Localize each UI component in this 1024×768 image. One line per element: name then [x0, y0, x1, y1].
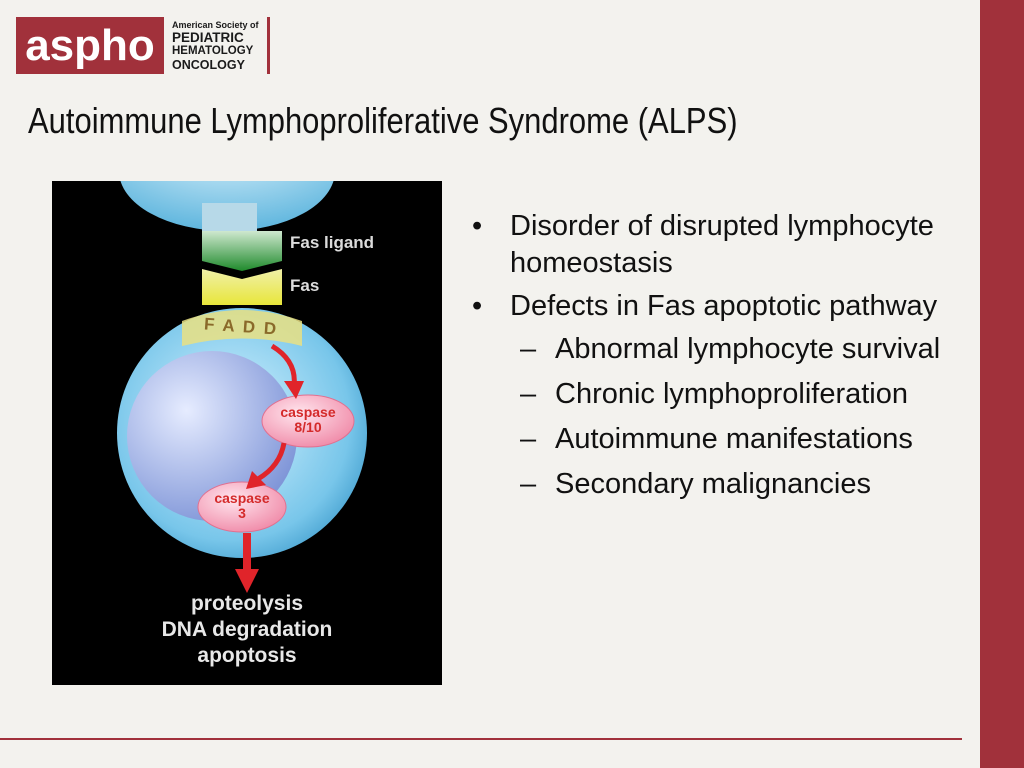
slide-title: Autoimmune Lymphoproliferative Syndrome … — [28, 100, 738, 141]
caspase-8-10-line-2: 8/10 — [294, 419, 322, 435]
caspase-3-line-1: caspase — [214, 490, 270, 506]
arrowhead-1 — [284, 381, 304, 399]
caspase-8-10-line-1: caspase — [280, 404, 336, 420]
bullet-list: Disorder of disrupted lymphocyte homeost… — [470, 208, 950, 511]
logo-line-2: PEDIATRIC — [172, 29, 244, 45]
outcome-dna-degradation: DNA degradation — [161, 618, 333, 641]
logo-line-3: HEMATOLOGY — [172, 44, 254, 57]
logo-text: American Society of PEDIATRIC HEMATOLOGY… — [172, 17, 270, 74]
caspase-3-blob — [197, 481, 287, 533]
footer-rule — [0, 738, 962, 740]
bullet-item: Defects in Fas apoptotic pathway — [470, 288, 950, 325]
caspase-3-line-2: 3 — [238, 505, 246, 521]
outcome-apoptosis: apoptosis — [197, 644, 297, 667]
sub-bullet-item: Autoimmune manifestations — [470, 421, 950, 458]
outcome-proteolysis: proteolysis — [190, 592, 304, 615]
arrow-caspase3-to-outcome — [243, 533, 251, 571]
caspase-8-10-label: caspase 8/10 — [268, 405, 348, 435]
arrowhead-3 — [235, 569, 259, 593]
fadd-band — [182, 310, 302, 346]
aspho-logo: aspho American Society of PEDIATRIC HEMA… — [16, 17, 270, 74]
bullet-item: Disorder of disrupted lymphocyte homeost… — [470, 208, 950, 282]
fas-pathway-figure: Fas ligand Fas F A D D caspase 8/10 casp… — [52, 181, 442, 685]
fas-label: Fas — [290, 276, 320, 295]
arrow-caspase8-to-caspase3 — [256, 442, 287, 482]
fas-ligand-label: Fas ligand — [290, 233, 375, 252]
fas-ligand-shape — [202, 231, 282, 271]
sub-bullet-item: Abnormal lymphocyte survival — [470, 331, 950, 368]
sub-bullet-item: Chronic lymphoproliferation — [470, 376, 950, 413]
ligand-stalk — [202, 203, 257, 236]
accent-side-bar — [980, 0, 1024, 768]
fas-receptor-shape — [202, 269, 282, 305]
arrowhead-2 — [246, 471, 266, 489]
logo-line-1: American Society of — [172, 19, 259, 30]
caspase-8-10-blob — [261, 394, 355, 448]
caspase-3-label: caspase 3 — [202, 491, 282, 521]
logo-line-4: ONCOLOGY — [172, 57, 245, 72]
logo-mark: aspho — [16, 17, 164, 74]
pathway-diagram — [117, 181, 367, 593]
sub-bullet-item: Secondary malignancies — [470, 466, 950, 503]
